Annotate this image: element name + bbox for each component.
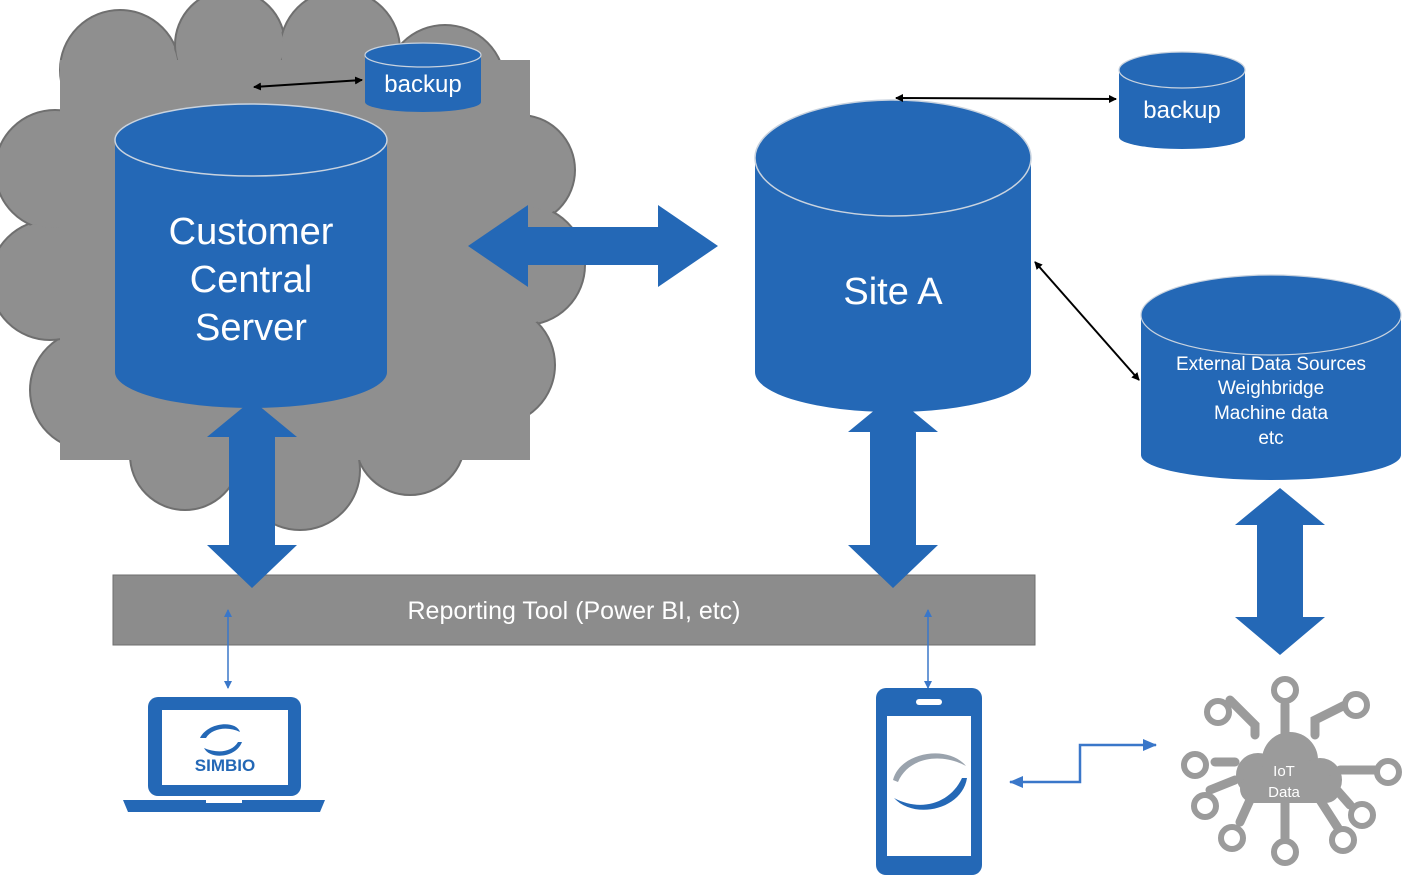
laptop-logo-text: SIMBIO: [195, 756, 255, 775]
reporting-tool-label: Reporting Tool (Power BI, etc): [407, 597, 740, 625]
central-server-line2: Central: [190, 259, 313, 301]
site-a-db: Site A: [754, 99, 1032, 412]
external-line4: etc: [1258, 428, 1283, 449]
iot-nodes: [1181, 676, 1402, 866]
site-backup-db: backup: [1118, 51, 1246, 149]
site-external-link: [1034, 261, 1140, 381]
simbio-logo-icon: [200, 724, 242, 756]
site-backup-label: backup: [1143, 97, 1220, 124]
central-site-arrow: [468, 205, 718, 287]
thick-arrows: [207, 205, 1325, 655]
phone-icon: [876, 688, 982, 875]
reporting-tool-bar: Reporting Tool (Power BI, etc): [112, 574, 1036, 646]
central-backup-link: [253, 76, 363, 91]
iot-cloud: IoT Data: [1236, 732, 1342, 803]
iot-label-line1: IoT: [1273, 763, 1295, 780]
central-server-line3: Server: [195, 307, 307, 349]
external-line1: External Data Sources: [1176, 354, 1366, 375]
iot-label-line2: Data: [1268, 784, 1300, 801]
site-reporting-arrow: [848, 395, 938, 588]
phone-iot-link: [1009, 739, 1157, 788]
central-server-line1: Customer: [169, 211, 334, 253]
external-line3: Machine data: [1214, 403, 1329, 424]
external-line2: Weighbridge: [1218, 378, 1324, 399]
phone-logo-icon: [893, 753, 966, 782]
central-server-db: Customer Central Server: [114, 103, 388, 408]
central-backup-label: backup: [384, 71, 461, 98]
central-reporting-arrow: [207, 400, 297, 588]
external-data-db: External Data Sources Weighbridge Machin…: [1140, 274, 1402, 480]
central-backup-db: backup: [364, 42, 482, 112]
external-iot-arrow: [1235, 488, 1325, 655]
site-a-label: Site A: [843, 271, 943, 313]
laptop-icon: SIMBIO: [123, 697, 325, 812]
site-backup-link: [895, 94, 1117, 103]
